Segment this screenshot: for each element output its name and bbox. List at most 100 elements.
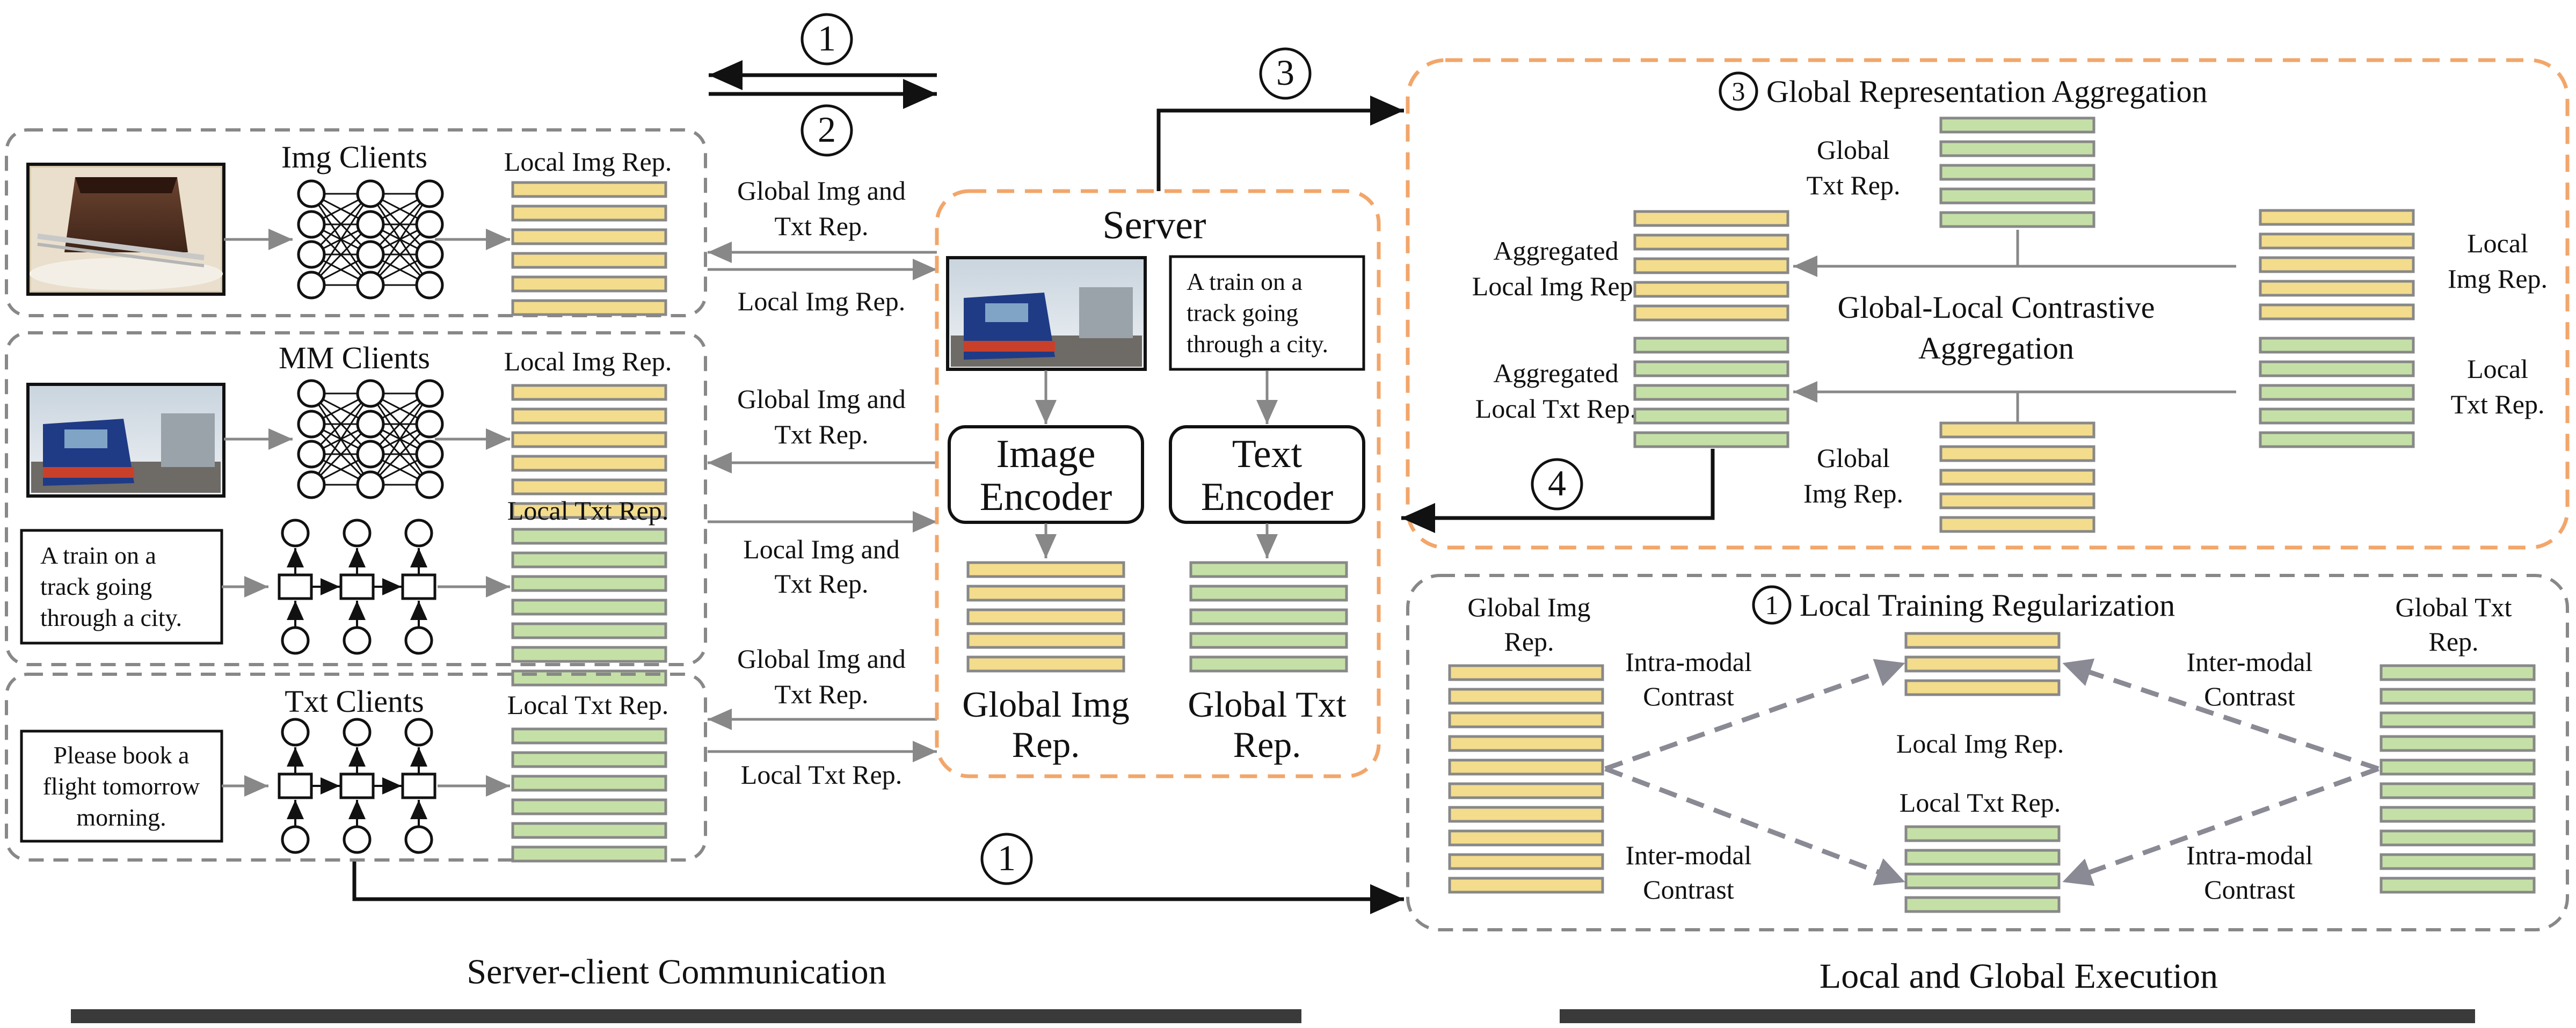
- rep-bar: [2259, 431, 2415, 448]
- rep-bar: [511, 181, 667, 198]
- reg-local-txt-stack: [1904, 825, 2061, 913]
- intra-modal-contrast-label: Intra-modal: [2186, 840, 2313, 870]
- rep-bar: [2379, 853, 2536, 870]
- section-left-bar: [71, 1009, 1301, 1023]
- global-txt-rep-stack: [1189, 561, 1348, 673]
- comm-label-down-3: Global Img and: [737, 644, 906, 674]
- rep-bar: [1189, 561, 1348, 578]
- encoder-label: Encoder: [1201, 475, 1334, 519]
- intra-modal-contrast-label: Contrast: [1643, 681, 1734, 711]
- local-txt-stack-right: [2259, 337, 2415, 448]
- rep-bar: [2379, 806, 2536, 823]
- step-1-bottom-link: 1: [352, 833, 1404, 914]
- rep-bar: [2379, 829, 2536, 847]
- agg-local-img-stack: [1633, 210, 1789, 322]
- comm-label-up-2: Local Img and: [743, 534, 900, 564]
- rep-bar: [2379, 877, 2536, 894]
- mm-clients-img-rep-label: Local Img Rep.: [504, 346, 672, 376]
- caption-line: track going: [1187, 299, 1298, 326]
- reg-global-img-stack: [1448, 664, 1604, 894]
- rep-bar: [511, 528, 667, 545]
- step-number: 4: [1548, 463, 1566, 504]
- rep-bar: [1448, 829, 1604, 847]
- comm-label-down-1: Global Img and: [737, 176, 906, 206]
- step-number: 2: [818, 109, 836, 150]
- agg-global-txt-stack: [1939, 116, 2095, 228]
- server-global-txt-label: Global Txt: [1188, 684, 1346, 725]
- rnn-icon: [278, 718, 436, 854]
- inter-modal-contrast-label: Inter-modal: [1625, 840, 1751, 870]
- comm-label-down-2: Txt Rep.: [775, 419, 869, 449]
- rep-bar: [1904, 872, 2061, 890]
- rep-bar: [511, 646, 667, 663]
- communication-links: Global Img and Txt Rep. Local Img Rep. G…: [708, 176, 937, 790]
- regularization-panel: 1 Local Training Regularization Global I…: [1406, 574, 2569, 931]
- rep-bar: [511, 252, 667, 269]
- aggregation-title-text: Global Representation Aggregation: [1766, 74, 2207, 109]
- rep-bar: [511, 551, 667, 568]
- rep-bar: [1939, 116, 2095, 134]
- agg-local-txt-label: Local Txt Rep.: [1475, 393, 1636, 424]
- rep-bar: [511, 455, 667, 472]
- rep-bar: [1448, 853, 1604, 870]
- txt-clients-title: Txt Clients: [285, 684, 424, 719]
- rep-bar: [2259, 407, 2415, 425]
- rep-bar: [1448, 688, 1604, 705]
- agg-global-txt-label: Txt Rep.: [1807, 170, 1901, 200]
- reg-global-txt-label: Rep.: [2428, 626, 2478, 657]
- rep-bar: [1448, 711, 1604, 728]
- step-badge-2-top: 2: [801, 104, 853, 157]
- contrast-arrows: [1604, 658, 2379, 886]
- rep-bar: [1633, 360, 1789, 377]
- rep-bar: [1189, 632, 1348, 649]
- section-right-caption: Local and Global Execution: [1820, 957, 2218, 996]
- agg-local-txt-label: Aggregated: [1493, 358, 1618, 388]
- rnn-icon: [278, 519, 436, 655]
- img-clients-rep-label: Local Img Rep.: [504, 147, 672, 177]
- rep-bar: [511, 751, 667, 768]
- rep-bar: [511, 478, 667, 495]
- regularization-title: 1 Local Training Regularization: [1752, 585, 2175, 625]
- rep-bar: [966, 632, 1125, 649]
- rep-bar: [1633, 431, 1789, 448]
- inter-modal-contrast-label: Contrast: [1643, 874, 1734, 905]
- rep-bar: [2379, 664, 2536, 681]
- caption-line: A train on a: [1187, 268, 1302, 295]
- reg-global-txt-stack: [2379, 664, 2536, 894]
- rep-bar: [2259, 303, 2415, 320]
- rep-bar: [1904, 849, 2061, 866]
- rep-bar: [2379, 711, 2536, 728]
- caption-box: A train on a track going through a city.: [20, 529, 223, 645]
- rep-bar: [1633, 210, 1789, 227]
- aggregation-panel: 3 Global Representation Aggregation Glob…: [1401, 58, 2570, 550]
- rep-bar: [2379, 735, 2536, 752]
- image-encoder-box: Image Encoder: [948, 425, 1144, 524]
- agg-global-img-label: Img Rep.: [1803, 478, 1903, 508]
- mm-clients-title: MM Clients: [279, 340, 430, 375]
- rep-bar: [511, 205, 667, 222]
- reg-global-txt-label: Global Txt: [2395, 592, 2512, 622]
- rep-bar: [966, 655, 1125, 673]
- rep-bar: [2259, 360, 2415, 377]
- agg-local-img-right-label: Img Rep.: [2448, 264, 2548, 294]
- encoder-label: Encoder: [980, 475, 1112, 519]
- step-badge-4: 4: [1531, 458, 1583, 511]
- section-left-caption: Server-client Communication: [467, 952, 886, 991]
- step-number: 1: [998, 837, 1016, 878]
- rep-bar: [1633, 257, 1789, 274]
- rep-bar: [1939, 187, 2095, 205]
- rep-bar: [1939, 164, 2095, 181]
- img-clients-title: Img Clients: [281, 140, 427, 174]
- rep-bar: [966, 585, 1125, 602]
- agg-local-img-right-label: Local: [2467, 228, 2528, 258]
- rep-bar: [511, 502, 667, 519]
- cake-photo-icon: [26, 163, 225, 296]
- text-sample-line: morning.: [76, 804, 166, 831]
- txt-clients-rep-label: Local Txt Rep.: [507, 690, 668, 720]
- local-txt-rep-stack: [511, 727, 667, 863]
- rep-bar: [1633, 407, 1789, 425]
- rep-bar: [2379, 782, 2536, 799]
- step-number: 3: [1276, 52, 1294, 93]
- comm-label-up-2: Txt Rep.: [775, 568, 869, 599]
